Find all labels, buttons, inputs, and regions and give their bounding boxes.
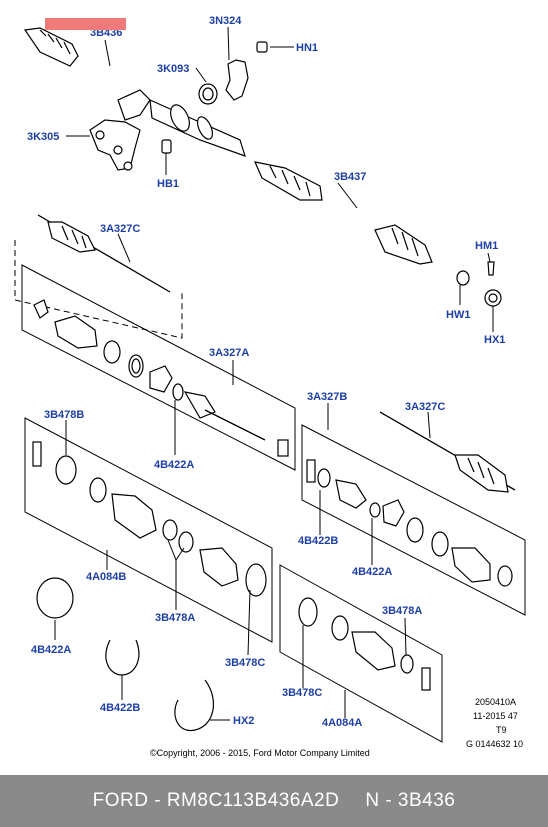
reference-block: 2050410A 11-2015 47 T9 G 0144632 10 [466,697,523,749]
highlight-marker [45,18,126,30]
circlip-hx2 [174,679,214,732]
label-3k093[interactable]: 3K093 [157,63,189,75]
shaft-3a327c-left [37,214,171,293]
label-4b422a-right[interactable]: 4B422A [352,566,392,578]
copyright-text: ©Copyright, 2006 - 2015, Ford Motor Comp… [150,748,370,758]
label-3b478b[interactable]: 3B478B [44,409,84,421]
footer-part-code: N - 3B436 [365,790,456,811]
label-3n324[interactable]: 3N324 [209,15,242,27]
label-3b437[interactable]: 3B437 [334,171,366,183]
shaft-3a327c-right [379,411,516,493]
ref-date: 11-2015 47 [473,711,518,721]
leaders-top [66,26,494,332]
label-3b478a-right[interactable]: 3B478A [382,605,422,617]
panel-4a084b [24,417,273,643]
label-hm1[interactable]: HM1 [475,240,498,252]
parts-diagram: 3B436 3N324 HN1 3K093 3K305 HB1 3B437 HM… [14,15,526,758]
label-hw1[interactable]: HW1 [446,309,470,321]
label-4b422a-left[interactable]: 4B422A [31,644,71,656]
ref-code: 2050410A [475,697,516,707]
label-hx1[interactable]: HX1 [484,334,505,346]
panel-3a327b [301,424,526,616]
label-4a084b[interactable]: 4A084B [86,571,126,583]
drive-shaft-assembly-top [23,27,502,307]
label-hx2[interactable]: HX2 [233,715,254,727]
panel-3a327a [21,264,296,471]
label-4b422b-right[interactable]: 4B422B [298,535,338,547]
label-3b478c-right[interactable]: 3B478C [282,687,322,699]
footer-bar: FORD - RM8C113B436A2D N - 3B436 [0,775,548,827]
label-4b422b-left[interactable]: 4B422B [100,702,140,714]
dashed-callout [14,240,183,339]
panel-4a084a [279,564,443,743]
footer-part-number: FORD - RM8C113B436A2D [92,790,340,811]
clamp-4b422a [36,577,74,619]
label-3a327a[interactable]: 3A327A [209,347,249,359]
label-3k305[interactable]: 3K305 [27,131,59,143]
label-3b436[interactable]: 3B436 [90,27,122,39]
ref-g: G 0144632 10 [466,739,523,749]
label-3b478c-left[interactable]: 3B478C [225,657,265,669]
label-3b478a-left[interactable]: 3B478A [155,612,195,624]
label-hn1[interactable]: HN1 [296,42,318,54]
ref-t: T9 [496,725,507,735]
label-4b422a-mid[interactable]: 4B422A [154,459,194,471]
label-3a327c-right[interactable]: 3A327C [405,401,445,413]
part-labels: 3B436 3N324 HN1 3K093 3K305 HB1 3B437 HM… [27,15,505,729]
label-3a327c-top[interactable]: 3A327C [100,223,140,235]
clamp-4b422b [105,639,140,676]
label-3a327b[interactable]: 3A327B [307,391,347,403]
label-4a084a[interactable]: 4A084A [322,717,362,729]
label-hb1[interactable]: HB1 [157,178,179,190]
